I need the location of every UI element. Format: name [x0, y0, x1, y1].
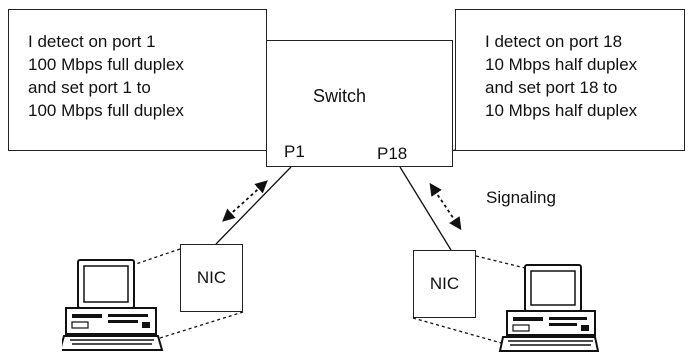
right-callout: I detect on port 18 10 Mbps half duplex … [455, 9, 685, 151]
right-callout-line-3: and set port 18 to [485, 78, 618, 97]
right-signal-arrow-icon [429, 182, 462, 231]
left-cable [215, 166, 292, 245]
desktop-computer-icon [62, 259, 164, 351]
switch-label: Switch [313, 86, 367, 106]
nic-left: NIC [180, 244, 243, 312]
left-callout: I detect on port 1 100 Mbps full duplex … [8, 9, 267, 151]
left-callout-line-4: 100 Mbps full duplex [28, 101, 184, 120]
desktop-computer-icon [498, 264, 599, 352]
nic-left-label: NIC [196, 268, 227, 287]
right-callout-line-4: 10 Mbps half duplex [485, 101, 638, 120]
switch-box [266, 40, 453, 167]
signaling-label: Signaling [486, 188, 556, 207]
left-callout-line-2: 100 Mbps full duplex [28, 55, 184, 74]
right-nic-pc-connector-top [475, 255, 526, 269]
left-callout-line-3: and set port 1 to [28, 78, 151, 97]
port-label-left: P1 [284, 142, 305, 161]
nic-right-label: NIC [429, 274, 460, 293]
right-cable [399, 166, 452, 251]
right-callout-line-1: I detect on port 18 [485, 32, 623, 51]
port-label-right: P18 [377, 144, 408, 163]
right-callout-line-2: 10 Mbps half duplex [485, 55, 638, 74]
left-nic-pc-connector-bottom [159, 311, 244, 339]
right-nic-pc-connector-bottom [412, 317, 506, 345]
nic-right: NIC [413, 250, 476, 318]
left-callout-line-1: I detect on port 1 [28, 32, 156, 51]
